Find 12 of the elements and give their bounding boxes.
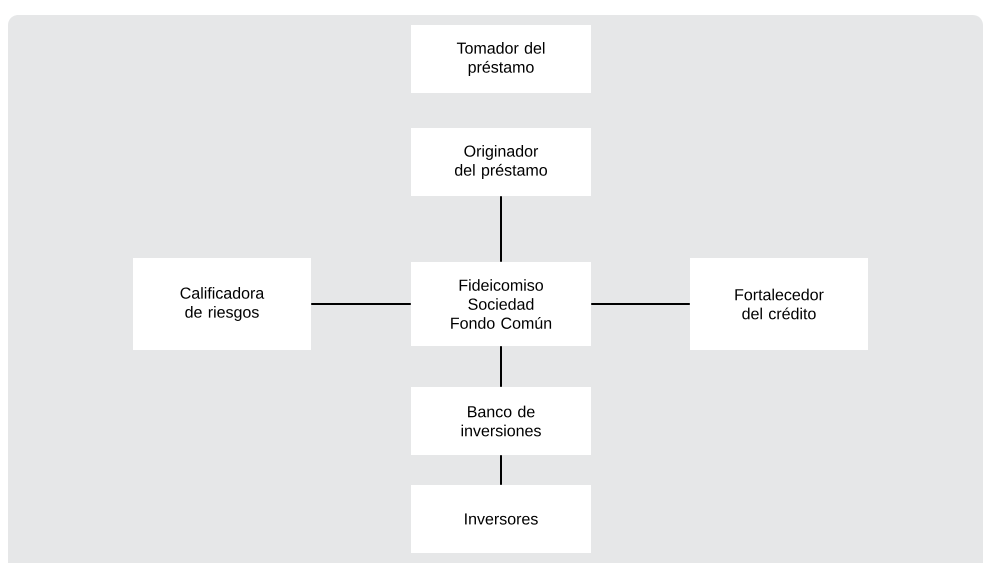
entity-box: Fortalecedor del crédito (690, 258, 868, 350)
connector-line (500, 346, 502, 387)
connector-line (591, 303, 690, 305)
connector-line (500, 455, 502, 485)
entity-box: Banco de inversiones (411, 387, 591, 455)
entity-box: Inversores (411, 485, 591, 553)
entity-box: Fideicomiso Sociedad Fondo Común (411, 262, 591, 346)
connector-line (500, 196, 502, 262)
entity-box: Tomador del préstamo (411, 25, 591, 93)
connector-line (311, 303, 411, 305)
entity-box: Calificadora de riesgos (133, 258, 311, 350)
entity-box: Originador del préstamo (411, 128, 591, 196)
